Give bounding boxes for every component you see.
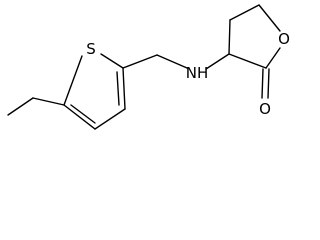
bond-lactone-c2-c3 bbox=[228, 53, 267, 69]
bond-n-c3 bbox=[205, 53, 230, 70]
bond-ch2-n bbox=[156, 54, 188, 69]
bond-lactone-o1-c2 bbox=[265, 47, 281, 69]
bond-carbonyl-a bbox=[261, 68, 264, 99]
bond-carbonyl-b bbox=[267, 68, 270, 99]
bond-thiophene-c5-c4 bbox=[63, 104, 96, 130]
amine-atom-label: NH bbox=[186, 64, 209, 82]
bond-thiophene-c3-c2-inner bbox=[116, 71, 120, 106]
bond-c2-ch2 bbox=[122, 54, 158, 69]
bond-thiophene-c2-s bbox=[100, 53, 124, 69]
bond-ethyl-ch3 bbox=[7, 97, 34, 116]
bond-lactone-c3-c4 bbox=[228, 19, 231, 55]
bond-ethyl-ch2 bbox=[32, 97, 65, 106]
bond-thiophene-c4-c3 bbox=[94, 108, 126, 130]
carbonyl-oxygen-atom-label: O bbox=[259, 100, 271, 118]
ring-oxygen-atom-label: O bbox=[278, 30, 290, 48]
bond-thiophene-c5-c4-inner bbox=[70, 104, 96, 124]
sulfur-atom-label: S bbox=[86, 40, 96, 58]
bond-lactone-c5-o1 bbox=[258, 4, 281, 32]
bond-thiophene-c3-c2 bbox=[122, 67, 126, 110]
bond-thiophene-s-c5 bbox=[63, 55, 83, 106]
chemical-structure-diagram: S NH O O bbox=[7, 4, 290, 130]
bond-lactone-c4-c5 bbox=[229, 4, 260, 21]
